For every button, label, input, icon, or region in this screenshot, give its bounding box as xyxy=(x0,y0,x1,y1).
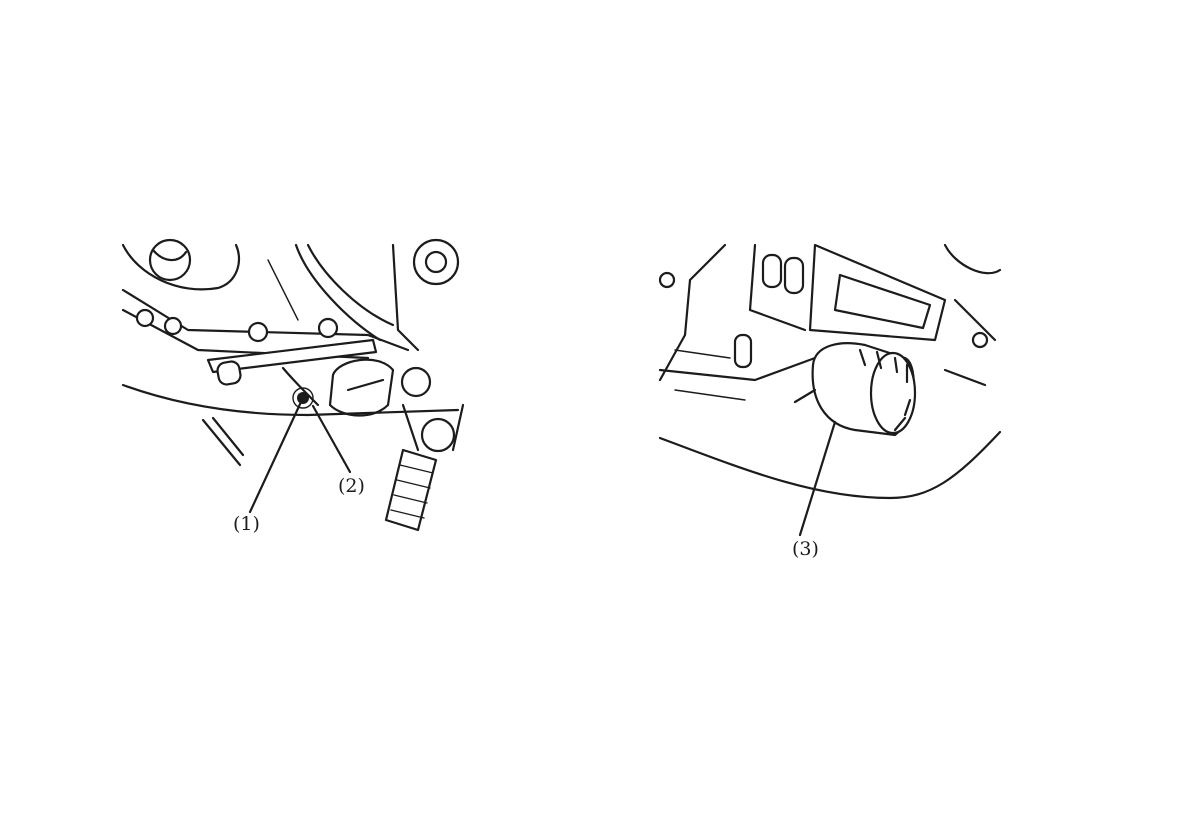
rear-boss xyxy=(414,240,458,284)
engine-block-left xyxy=(660,245,725,380)
rear-boss-inner xyxy=(426,252,446,272)
leader-line-2 xyxy=(313,406,350,472)
frame-tube-upper-edge xyxy=(308,245,393,325)
exhaust-edge xyxy=(945,370,985,385)
bolt-left-column xyxy=(735,335,751,367)
bolt-center xyxy=(249,323,267,341)
callout-label-3: (3) xyxy=(792,540,819,559)
callout-label-2: (2) xyxy=(338,477,365,496)
oil-filter-drawing xyxy=(655,240,1005,570)
bolt-left-1 xyxy=(137,310,153,326)
leader-line-1 xyxy=(250,402,301,512)
drain-plug-illustration xyxy=(118,240,468,540)
bolt-left-2 xyxy=(165,318,181,334)
pivot-boss xyxy=(402,368,430,396)
drain-plug-drawing xyxy=(118,240,468,540)
frame-top-right xyxy=(945,245,1000,273)
oil-pan-bottom xyxy=(660,432,1000,498)
bolt-right xyxy=(319,319,337,337)
fin-1 xyxy=(763,255,781,287)
callout-label-1: (1) xyxy=(233,515,260,534)
bolt-top-left xyxy=(660,273,674,287)
shock-mount xyxy=(422,419,454,451)
oil-filter-illustration xyxy=(655,240,1005,570)
frame-tube-upper xyxy=(296,245,380,340)
engine-cover-detail xyxy=(153,250,186,260)
crankcase-rib xyxy=(268,260,298,320)
sensor-housing xyxy=(330,360,393,416)
filter-base xyxy=(795,390,815,402)
leader-line-3 xyxy=(800,422,835,535)
oil-filter-end xyxy=(871,353,915,433)
bolt-right xyxy=(973,333,987,347)
fin-2 xyxy=(785,258,803,293)
shock-spring xyxy=(386,450,436,530)
drain-bolt xyxy=(297,392,309,404)
engine-cover-outline xyxy=(123,245,239,289)
linkage-end xyxy=(216,360,241,385)
